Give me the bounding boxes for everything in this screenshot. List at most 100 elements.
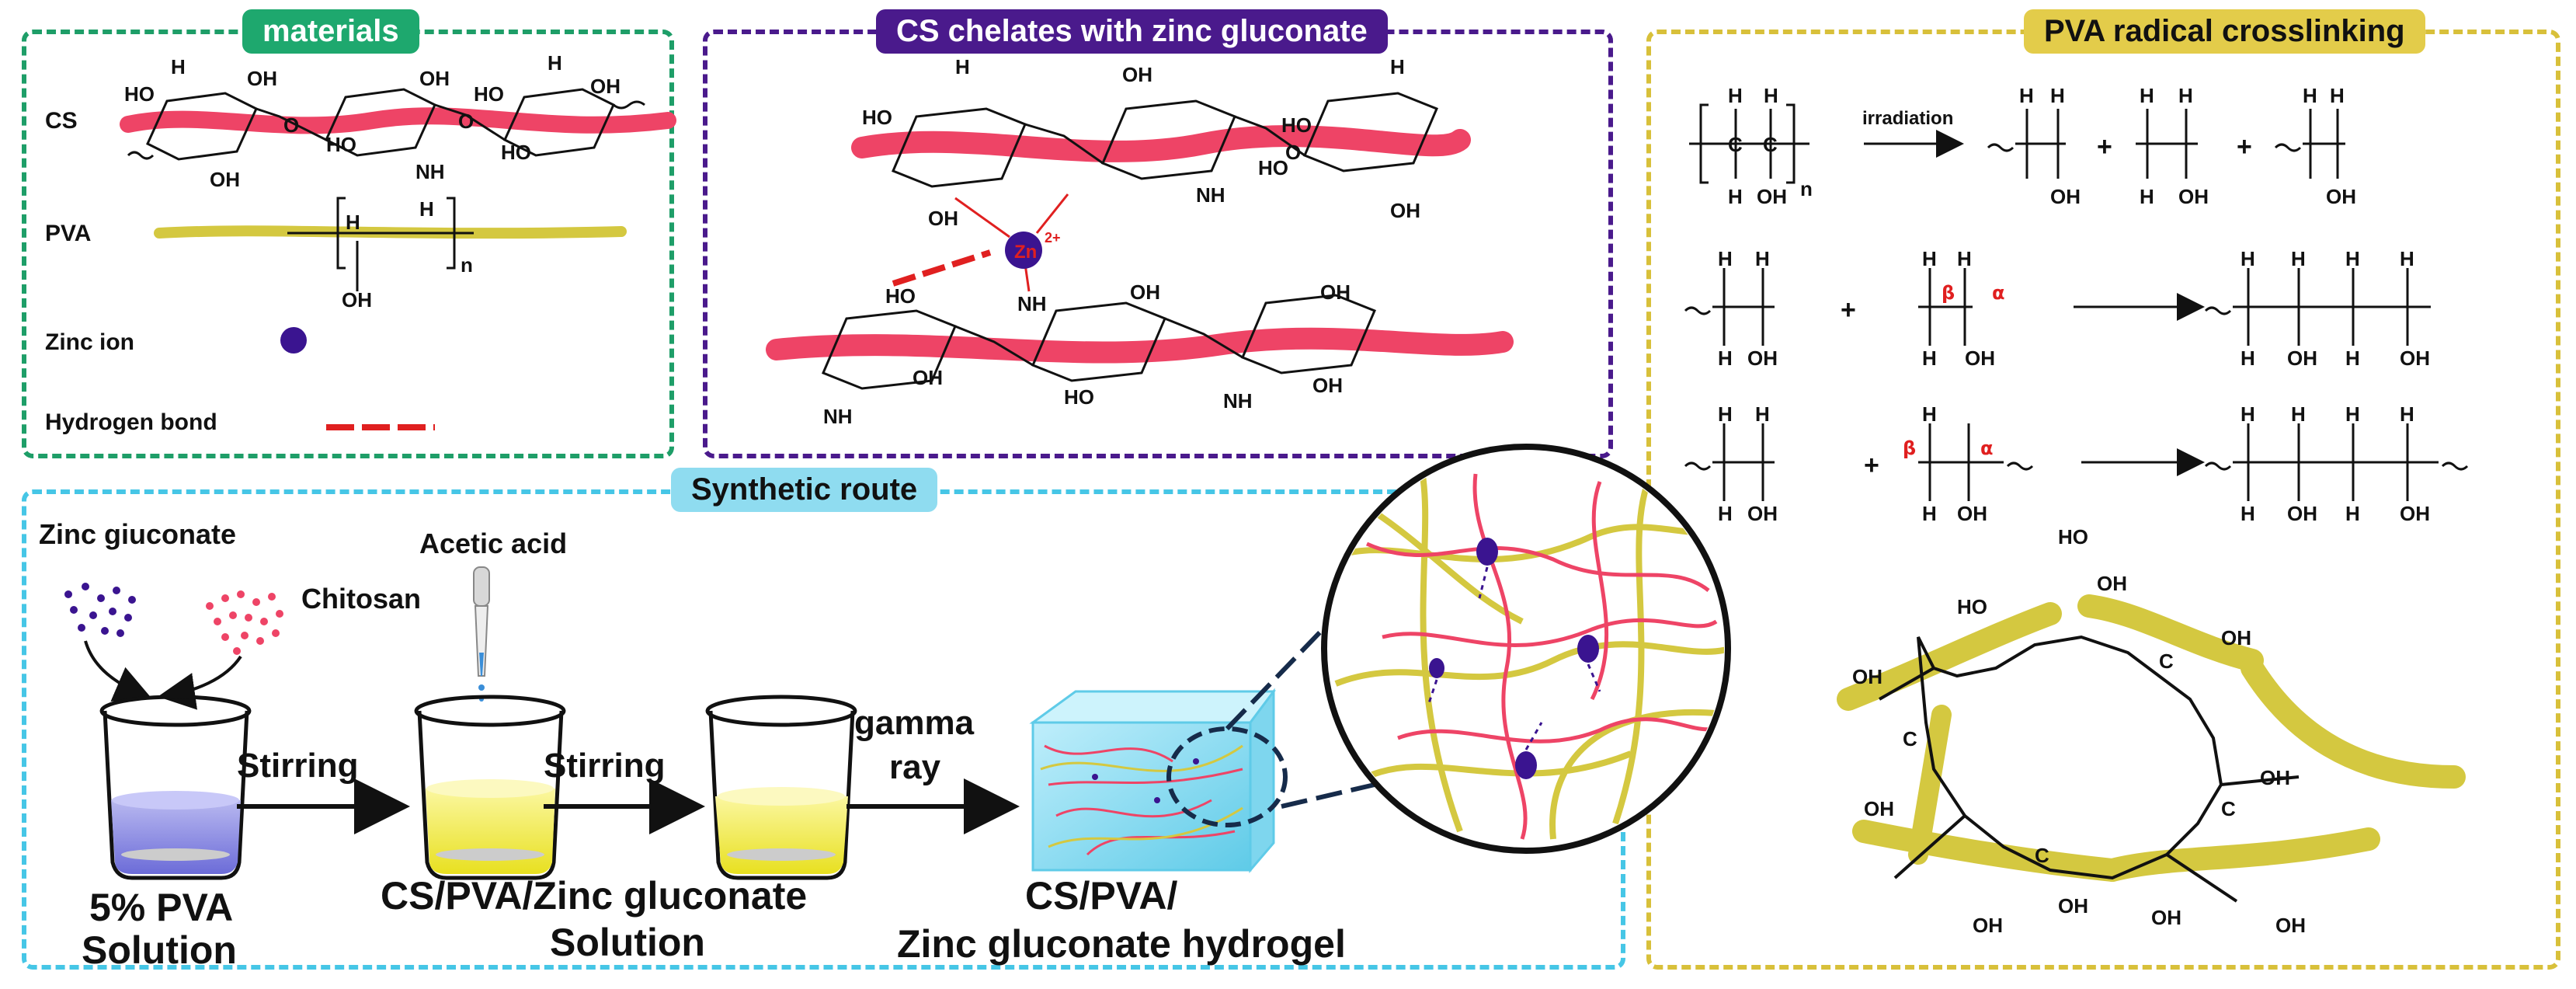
ch-oh-3: OH bbox=[1390, 199, 1420, 222]
chelation-structure: H HO OH OH NH HO H OH HO O HO NH OH OH N… bbox=[766, 55, 1514, 428]
hydrogel-block bbox=[1029, 688, 1288, 874]
cl-h-6: H bbox=[2140, 84, 2154, 107]
ch-h2n: H bbox=[955, 55, 970, 78]
cl-plus-2: + bbox=[2237, 132, 2252, 162]
ch-ho-1: HO bbox=[862, 106, 892, 129]
chelation-title: CS chelates with zinc gluconate bbox=[876, 9, 1388, 54]
net-oh-4: OH bbox=[2260, 766, 2290, 789]
step-label-gamma: gamma bbox=[854, 704, 975, 742]
net-c-3: C bbox=[2221, 797, 2236, 820]
label-cs: CS bbox=[45, 108, 78, 134]
net-ho-1: HO bbox=[2058, 525, 2088, 548]
r3-h-4: H bbox=[1922, 402, 1937, 426]
cs-chain-band bbox=[120, 107, 676, 134]
net-oh-8: OH bbox=[2151, 906, 2181, 929]
cs-ho-1: HO bbox=[124, 82, 155, 106]
irradiation-label: irradiation bbox=[1862, 108, 1953, 129]
ch-ho-2: HO bbox=[1281, 113, 1312, 137]
cs-ho-4: HO bbox=[501, 141, 531, 164]
r2p-oh-1: OH bbox=[2287, 346, 2317, 370]
ch-oh-5: OH bbox=[1320, 280, 1351, 304]
net-c-4: C bbox=[2035, 844, 2049, 867]
r3p-oh-1: OH bbox=[2287, 502, 2317, 525]
cs-o-2: O bbox=[458, 110, 474, 133]
net-oh-2: OH bbox=[1852, 665, 1882, 688]
step-label-stirring-2: Stirring bbox=[544, 747, 665, 785]
cs-oh-3: OH bbox=[419, 67, 450, 90]
materials-title: materials bbox=[242, 9, 419, 54]
cs-nh2: NH bbox=[415, 160, 445, 183]
pva-h: H bbox=[346, 211, 360, 234]
cs-ho-2: HO bbox=[326, 133, 356, 156]
product-pva: 5% PVA bbox=[89, 886, 233, 929]
net-oh-6: OH bbox=[1973, 914, 2003, 937]
net-c-1: C bbox=[1903, 727, 1917, 750]
r3p-h-3: H bbox=[2345, 402, 2360, 426]
r2p-h-4: H bbox=[2400, 247, 2414, 270]
chitosan-powder bbox=[206, 590, 283, 655]
cl-n: n bbox=[1800, 177, 1813, 200]
r2-h-1: H bbox=[1718, 247, 1733, 270]
cl-c-2: C bbox=[1763, 133, 1778, 156]
ch-oh-1: OH bbox=[1122, 63, 1152, 86]
zn-charge: 2+ bbox=[1045, 230, 1061, 246]
product-hydrogel-2: Zinc gluconate hydrogel bbox=[897, 922, 1346, 966]
r2-alpha: α bbox=[1992, 282, 2005, 304]
net-c-2: C bbox=[2159, 649, 2174, 673]
product-mix-solution: Solution bbox=[550, 921, 705, 964]
r3p-h-5: H bbox=[2241, 502, 2255, 525]
zinc-ion-dot bbox=[280, 327, 307, 353]
cl-oh-1: OH bbox=[1757, 185, 1787, 208]
product-hydrogel-1: CS/PVA/ bbox=[1025, 874, 1177, 918]
cl-oh-3: OH bbox=[2178, 185, 2209, 208]
net-oh-1: OH bbox=[2097, 572, 2127, 595]
r2-h-3: H bbox=[1718, 346, 1733, 370]
cl-h-4: H bbox=[2019, 84, 2034, 107]
r3p-h-1: H bbox=[2241, 402, 2255, 426]
chelate-bond-3 bbox=[1024, 263, 1031, 292]
chelation-cs-chain-bottom bbox=[766, 327, 1514, 364]
r2p-h-3: H bbox=[2345, 247, 2360, 270]
r3-h-3: H bbox=[1718, 502, 1733, 525]
step-label-stirring-1: Stirring bbox=[237, 747, 358, 785]
chelation-ring-lines bbox=[822, 92, 1438, 390]
materials-legend: CS PVA Zinc ion Hydrogen bond H OH HO OH… bbox=[45, 51, 676, 435]
r2-beta: β bbox=[1942, 282, 1955, 304]
r3p-h-2: H bbox=[2291, 402, 2306, 426]
ch-o-1: O bbox=[1285, 141, 1301, 164]
ch-ho-5: HO bbox=[1064, 385, 1094, 409]
ch-oh-2: OH bbox=[928, 207, 958, 230]
ch-nh2-2: NH bbox=[1017, 292, 1047, 315]
product-mix: CS/PVA/Zinc gluconate bbox=[381, 874, 807, 918]
cl-h-3: H bbox=[1728, 185, 1743, 208]
r3-beta: β bbox=[1903, 437, 1916, 459]
chelation-hydrogen-bond bbox=[892, 249, 992, 287]
cl-plus-1: + bbox=[2097, 132, 2112, 162]
ch-oh-7: OH bbox=[1312, 374, 1343, 397]
r2-oh-2: OH bbox=[1965, 346, 1995, 370]
ch-ho-4: HO bbox=[885, 284, 916, 308]
route-zinc-label: Zinc giuconate bbox=[39, 518, 236, 550]
ch-nh2-4: NH bbox=[1223, 389, 1253, 413]
cl-oh-4: OH bbox=[2326, 185, 2356, 208]
chelate-bond-1 bbox=[954, 197, 1010, 239]
net-ho-2: HO bbox=[1957, 595, 1987, 618]
ch-nh2-3: NH bbox=[823, 405, 853, 428]
zinc-gluconate-powder bbox=[64, 583, 136, 637]
ch-oh-6: OH bbox=[913, 366, 943, 389]
chelation-zinc-ion bbox=[1005, 232, 1042, 269]
r3-h-1: H bbox=[1718, 402, 1733, 426]
pva-n: n bbox=[461, 253, 473, 277]
cs-oh-2: OH bbox=[210, 168, 240, 191]
label-hydrogen-bond: Hydrogen bond bbox=[45, 409, 217, 435]
cs-oh-1: OH bbox=[247, 67, 277, 90]
cl-h-9: H bbox=[2303, 84, 2317, 107]
pva-unit-structure bbox=[287, 197, 474, 291]
magnified-network bbox=[1321, 444, 1731, 854]
label-pva: PVA bbox=[45, 221, 91, 246]
cs-h2n: H bbox=[171, 55, 186, 78]
r2-oh-1: OH bbox=[1747, 346, 1778, 370]
r3-oh-2: OH bbox=[1957, 502, 1987, 525]
cs-oh-4: OH bbox=[590, 75, 621, 98]
